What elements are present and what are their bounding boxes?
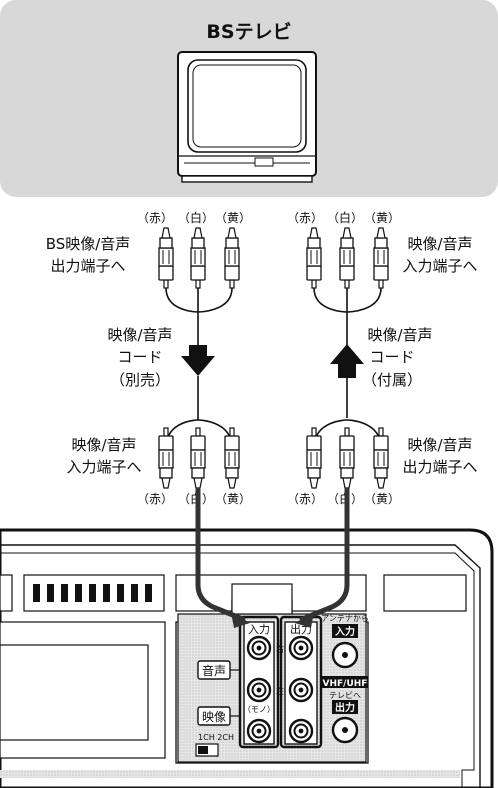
mono-label: （モノ）: [243, 705, 275, 714]
color-label-yellow-2: （黄）: [364, 211, 400, 225]
color-label-white: （白）: [178, 210, 214, 225]
bottom-left-cable: （赤） （白） （黄）: [137, 376, 251, 506]
label-vcr-input-2: 入力端子へ: [66, 458, 141, 476]
color-label-yellow-4: （黄）: [364, 492, 400, 506]
rf-out-jack[interactable]: [331, 716, 359, 744]
input-label: 入力: [248, 623, 270, 636]
audio-label: 音声: [202, 663, 226, 678]
color-label-red-4: （赤）: [287, 492, 323, 506]
down-arrow-icon: [181, 345, 215, 376]
top-left-cable: （赤） （白） （黄）: [137, 210, 251, 376]
video-label: 映像: [202, 710, 226, 724]
audio-in-right-jack[interactable]: [246, 635, 272, 661]
ch-switch[interactable]: [195, 743, 219, 757]
audio-in-left-jack[interactable]: [246, 677, 272, 703]
label-vcr-input-1: 映像/音声: [71, 436, 136, 454]
label-bs-output-2: 出力端子へ: [50, 257, 125, 275]
audio-out-right-jack[interactable]: [288, 635, 314, 661]
right-channel-label: 右: [276, 644, 284, 654]
vhf-uhf-label: VHF/UHF: [323, 679, 368, 689]
tv-icon: [177, 51, 317, 183]
cord-right-1: 映像/音声: [367, 326, 432, 344]
color-label-yellow-3: （黄）: [215, 492, 251, 506]
label-vcr-output-2: 出力端子へ: [402, 458, 477, 476]
color-label-white-2: （白）: [327, 210, 363, 225]
audio-out-left-jack[interactable]: [288, 677, 314, 703]
cord-left-3: （別売）: [110, 371, 170, 389]
rf-out-label: 出力: [335, 701, 355, 714]
vent-slots: [33, 584, 152, 602]
video-out-jack[interactable]: [288, 718, 314, 744]
bottom-right-cable: （赤） （白） （黄）: [287, 419, 400, 506]
tv-title: BSテレビ: [206, 21, 291, 43]
av-jack-panel: 入力 出力 右 左 （モノ） 音声 映像 1CH 2CH アンテナから 入力 V…: [195, 614, 369, 757]
cord-right-2: コード: [369, 348, 414, 366]
label-tv-input-1: 映像/音声: [407, 235, 472, 253]
color-label-red-3: （赤）: [137, 492, 173, 506]
connection-arrows: [195, 488, 350, 628]
label-tv-input-2: 入力端子へ: [402, 257, 477, 275]
color-label-red-2: （赤）: [287, 211, 323, 225]
left-channel-label: 左: [276, 686, 284, 696]
antenna-in-label: 入力: [335, 625, 355, 638]
tv-panel: BSテレビ: [0, 0, 498, 197]
antenna-label: アンテナから: [321, 614, 369, 623]
top-right-cable: （赤） （白） （黄）: [287, 210, 400, 418]
cord-right-3: （付属）: [362, 371, 422, 389]
color-label-red: （赤）: [137, 211, 173, 225]
cord-left-2: コード: [117, 348, 162, 366]
video-in-jack[interactable]: [246, 718, 272, 744]
antenna-in-jack[interactable]: [331, 641, 359, 669]
cord-left-1: 映像/音声: [107, 326, 172, 344]
up-arrow-icon: [330, 344, 364, 378]
label-bs-output-1: BS映像/音声: [46, 235, 131, 253]
to-tv-label: テレビへ: [329, 691, 361, 700]
color-label-yellow: （黄）: [215, 211, 251, 225]
ch-switch-label: 1CH 2CH: [198, 733, 234, 742]
label-vcr-output-1: 映像/音声: [407, 436, 472, 454]
